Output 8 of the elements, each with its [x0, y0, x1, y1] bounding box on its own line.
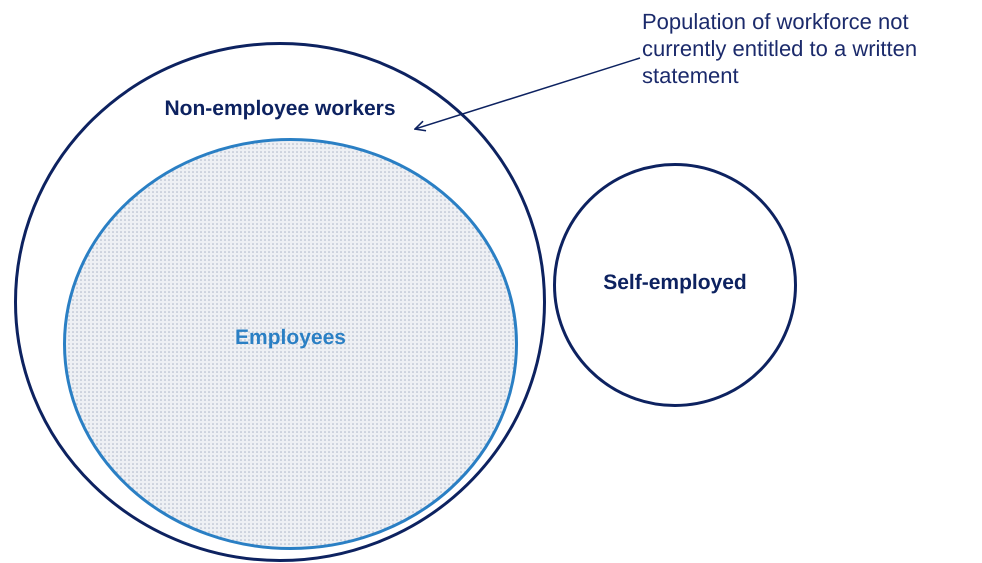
- outer-circle: [14, 42, 546, 562]
- inner-circle: [63, 138, 518, 550]
- arrow: [414, 57, 640, 132]
- annotation-text: Population of workforce not currently entitled to a written statement: [642, 8, 982, 98]
- circle: [553, 163, 797, 407]
- circle-label: Non-employee workers: [164, 97, 396, 121]
- circle-label: Self-employed: [603, 271, 747, 295]
- circle-label: Employees: [235, 326, 346, 350]
